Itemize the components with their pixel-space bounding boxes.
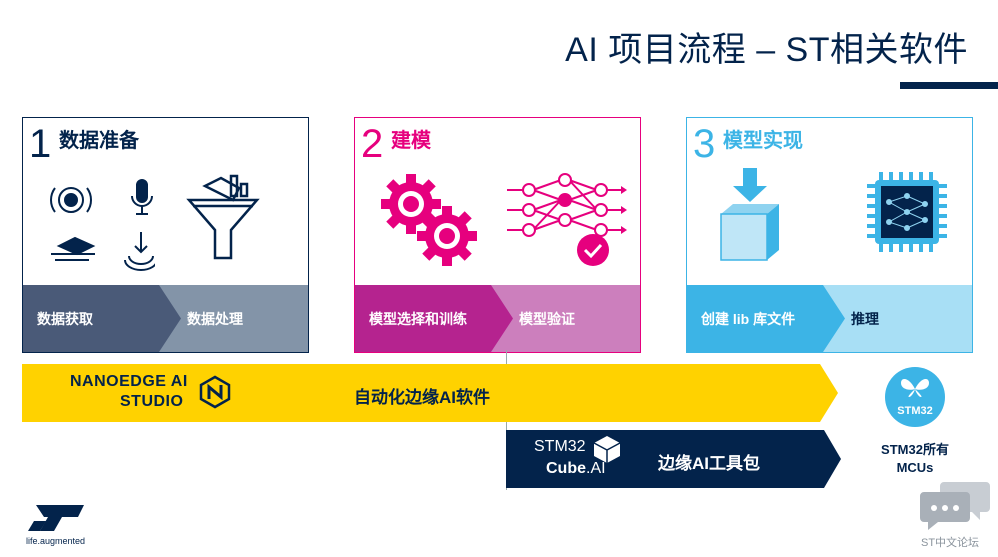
nanoedge-description: 自动化边缘AI软件 [354,388,490,407]
nanoedge-ai-studio-bar: NANOEDGE AI STUDIO 自动化边缘AI软件 [22,364,838,422]
stage-label: 推理 [851,310,879,327]
step-number: 3 [693,122,716,166]
stage-label: 创建 lib 库文件 [701,310,796,327]
stage-model-training: 模型选择和训练 [355,285,515,352]
st-logo-icon [28,505,84,531]
cubeai-description: 边缘AI工具包 [658,454,760,473]
chat-bubbles-icon [920,482,990,530]
panel-title: 数据准备 [59,130,139,152]
sensors-icon [50,179,155,271]
stm32cube-ai-bar: STM32 Cube.AI 边缘AI工具包 [506,430,841,488]
cubeai-logo-cube: Cube [546,460,586,477]
mcu-line1: STM32所有 [881,442,949,457]
data-funnel-icon [186,174,260,260]
cubeai-logo-ai: .AI [586,460,606,477]
stage-inference: 推理 [823,285,972,352]
library-box-icon [720,168,779,261]
stage-model-validation: 模型验证 [491,285,640,352]
gears-icon [381,174,477,266]
ai-chip-icon [867,172,947,252]
step-number: 2 [361,122,384,166]
stage-label: 模型验证 [519,310,575,327]
stage-label: 数据处理 [187,310,243,327]
cubeai-logo-line1: STM32 [534,438,586,455]
step-number: 1 [29,122,52,166]
forum-watermark-text: ST中文论坛 [921,537,980,549]
panel-title: 建模 [391,130,431,152]
butterfly-icon [901,379,929,397]
stm32-badge: STM32 [885,367,945,427]
stm32-mcus-label: STM32所有 MCUs [860,441,970,477]
stage-create-lib: 创建 lib 库文件 [687,285,847,352]
panel-modeling: 2 建模 [354,117,641,353]
stm32-badge-label: STM32 [897,405,933,417]
panel-deployment: 3 模型实现 创建 lib 库文件 推理 [686,117,973,353]
page-title: AI 项目流程 – ST相关软件 [565,31,968,69]
stage-label: 模型选择和训练 [369,310,467,327]
st-tagline: life.augmented [26,536,86,546]
stage-data-processing: 数据处理 [159,285,308,352]
nanoedge-logo-line1: NANOEDGE AI [70,373,188,390]
cubeai-logo-line2: Cube.AI [546,460,606,478]
title-accent-bar [900,82,998,89]
stage-data-acquisition: 数据获取 [23,285,183,352]
panel-data-preparation: 1 数据准备 数据获取 数据处理 [22,117,309,353]
cube-logo-icon [593,436,621,463]
stage-label: 数据获取 [37,310,93,327]
nanoedge-logo-icon [199,375,231,409]
nanoedge-logo-line2: STUDIO [120,393,184,410]
neural-network-icon [507,173,627,266]
panel-title: 模型实现 [723,130,803,152]
mcu-line2: MCUs [896,460,934,475]
